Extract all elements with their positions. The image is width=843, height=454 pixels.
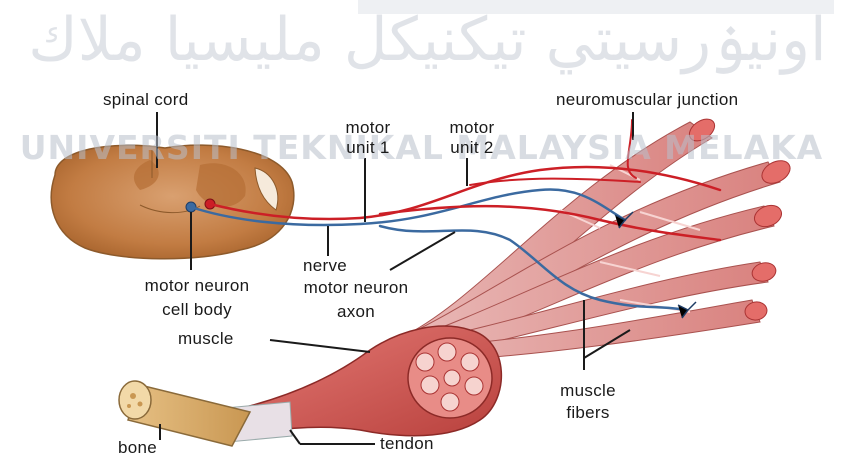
label-spinal-cord: spinal cord: [103, 90, 189, 110]
label-fibers-line2: fibers: [548, 402, 628, 424]
label-motor-unit-1: motor unit 1: [328, 118, 408, 158]
label-motor-unit-1-line2: unit 1: [328, 138, 408, 158]
label-motor-unit-2-line2: unit 2: [432, 138, 512, 158]
label-cell-body-line2: cell body: [112, 298, 282, 322]
label-muscle-fibers: muscle fibers: [548, 380, 628, 424]
label-motor-unit-2-line1: motor: [432, 118, 512, 138]
label-neuromuscular-junction: neuromuscular junction: [556, 90, 738, 110]
label-axon-line2: axon: [291, 300, 421, 324]
label-bone: bone: [118, 438, 157, 454]
label-motor-unit-2: motor unit 2: [432, 118, 512, 158]
label-nerve: nerve: [303, 256, 347, 276]
watermark-english: UNIVERSITI TEKNIKAL MALAYSIA MELAKA: [0, 128, 843, 168]
label-fibers-line1: muscle: [548, 380, 628, 402]
label-motor-unit-1-line1: motor: [328, 118, 408, 138]
label-motor-neuron-axon: motor neuron axon: [291, 276, 421, 324]
label-axon-line1: motor neuron: [291, 276, 421, 300]
label-muscle: muscle: [178, 329, 234, 349]
bone-shape: [119, 381, 250, 446]
label-tendon: tendon: [380, 434, 434, 454]
label-motor-neuron-cell-body: motor neuron cell body: [112, 274, 282, 322]
label-cell-body-line1: motor neuron: [112, 274, 282, 298]
